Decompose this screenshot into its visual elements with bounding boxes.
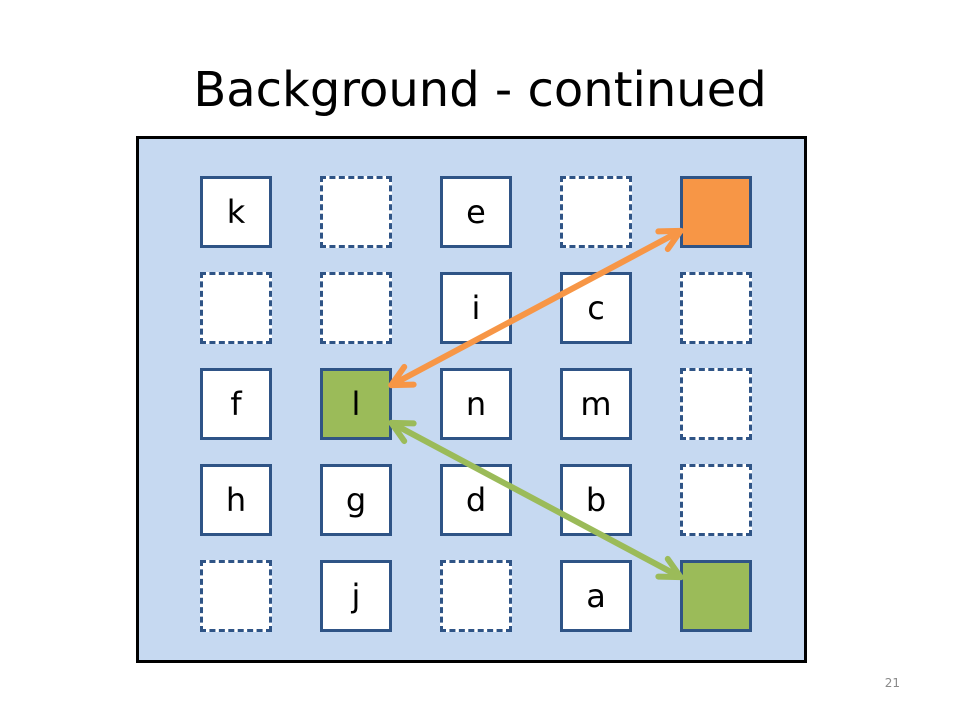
grid-cell-r4c0 [200,560,272,632]
grid-cell-r3c3: b [560,464,632,536]
page-number: 21 [884,676,900,690]
grid-cell-r1c4 [680,272,752,344]
grid-cell-r2c0: f [200,368,272,440]
grid-cell-r0c4 [680,176,752,248]
slide-title: Background - continued [193,62,767,118]
grid-cell-r3c0: h [200,464,272,536]
grid-cell-r1c3: c [560,272,632,344]
grid-cell-r4c4 [680,560,752,632]
grid-cell-r2c3: m [560,368,632,440]
grid-cell-r4c3: a [560,560,632,632]
grid-cell-r0c3 [560,176,632,248]
grid-cell-r2c2: n [440,368,512,440]
grid-cell-r4c2 [440,560,512,632]
grid-cell-r4c1: j [320,560,392,632]
grid-cell-r0c0: k [200,176,272,248]
grid-cell-r1c2: i [440,272,512,344]
grid-cell-r2c4 [680,368,752,440]
grid-cell-r1c0 [200,272,272,344]
grid-cell-r3c4 [680,464,752,536]
grid-cell-r3c1: g [320,464,392,536]
grid-cell-r0c1 [320,176,392,248]
grid-cell-r2c1: l [320,368,392,440]
grid-cell-r3c2: d [440,464,512,536]
grid-cell-r0c2: e [440,176,512,248]
grid-cell-r1c1 [320,272,392,344]
